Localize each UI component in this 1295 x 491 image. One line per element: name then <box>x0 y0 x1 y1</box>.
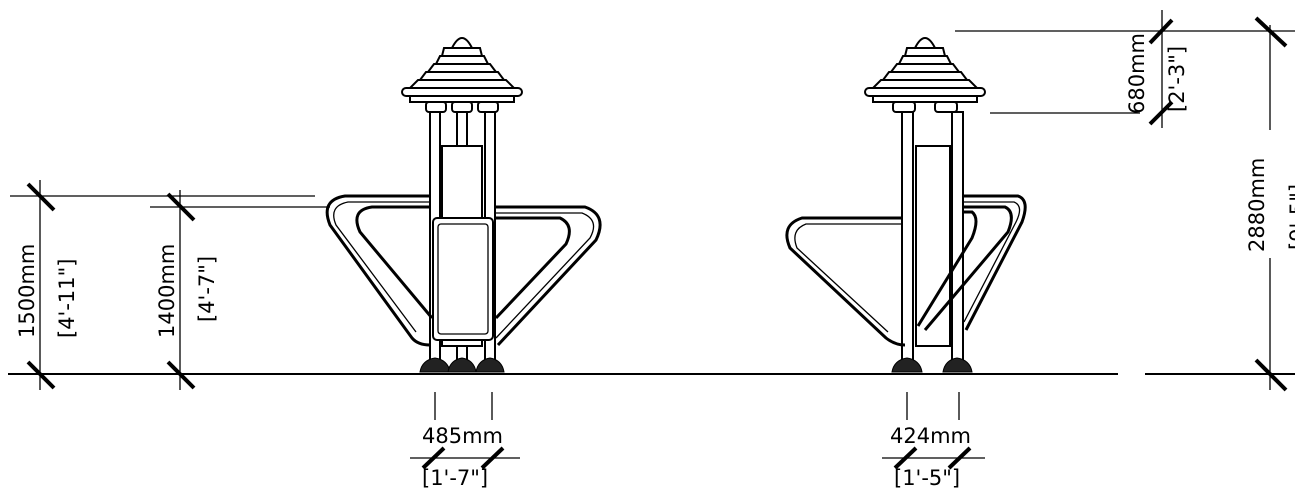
dimension-485: 485mm [1'-7"] <box>410 392 520 490</box>
right-unit-feet <box>891 357 973 373</box>
left-unit-feet <box>419 357 505 373</box>
dimension-1400: 1400mm [4'-7"] <box>150 190 330 390</box>
dimension-1500-imperial-label: [4'-11"] <box>55 259 79 338</box>
right-unit-roof <box>864 37 986 113</box>
dimension-680-imperial-label: [2'-3"] <box>1165 46 1189 112</box>
left-unit-roof <box>401 37 523 113</box>
right-unit <box>785 37 1027 373</box>
dimension-485-imperial-label: [1'-7"] <box>422 466 488 490</box>
dimension-485-mm-label: 485mm <box>422 424 503 448</box>
dimension-680: 680mm [2'-3"] <box>955 10 1295 128</box>
dimension-1400-mm-label: 1400mm <box>155 244 179 338</box>
left-unit <box>325 37 602 373</box>
dimension-424-imperial-label: [1'-5"] <box>894 466 960 490</box>
left-unit-bars <box>325 194 602 347</box>
right-unit-bars <box>785 194 1027 347</box>
dimension-2880-mm-label: 2880mm <box>1245 158 1269 252</box>
dimension-1500: 1500mm [4'-11"] <box>10 180 315 390</box>
dimension-2880-imperial-label: [9'-5"] <box>1286 184 1295 250</box>
dimension-2880: 2880mm [9'-5"] <box>1245 16 1295 392</box>
dimension-424: 424mm [1'-5"] <box>882 392 985 490</box>
dimension-424-mm-label: 424mm <box>890 424 971 448</box>
dimension-1500-mm-label: 1500mm <box>15 244 39 338</box>
dimension-680-mm-label: 680mm <box>1125 33 1149 114</box>
dimension-1400-imperial-label: [4'-7"] <box>195 256 219 322</box>
